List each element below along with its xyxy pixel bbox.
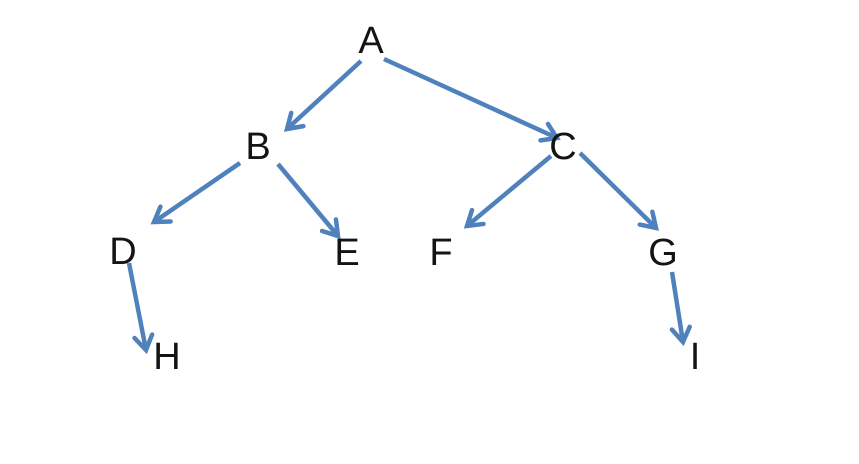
node-E-label: E [334,232,359,274]
node-B-label: B [245,126,270,168]
node-G-label: G [648,232,678,274]
edge-C-F-arrow [463,154,553,229]
edge-A-C-arrow [383,56,561,143]
node-C-label: C [549,126,576,168]
node-H-label: H [153,336,180,378]
edge-D-H-arrow [126,262,155,355]
edge-G-I-arrow [669,271,692,347]
edge-C-G-arrow [578,151,659,231]
edge-B-D-arrow [150,161,242,225]
node-A-label: A [358,20,384,62]
node-D-label: D [109,231,136,273]
edge-A-B-arrow [283,59,363,132]
node-F-label: F [429,232,452,274]
edge-B-E-arrow [276,162,341,240]
node-I-label: I [690,336,701,378]
